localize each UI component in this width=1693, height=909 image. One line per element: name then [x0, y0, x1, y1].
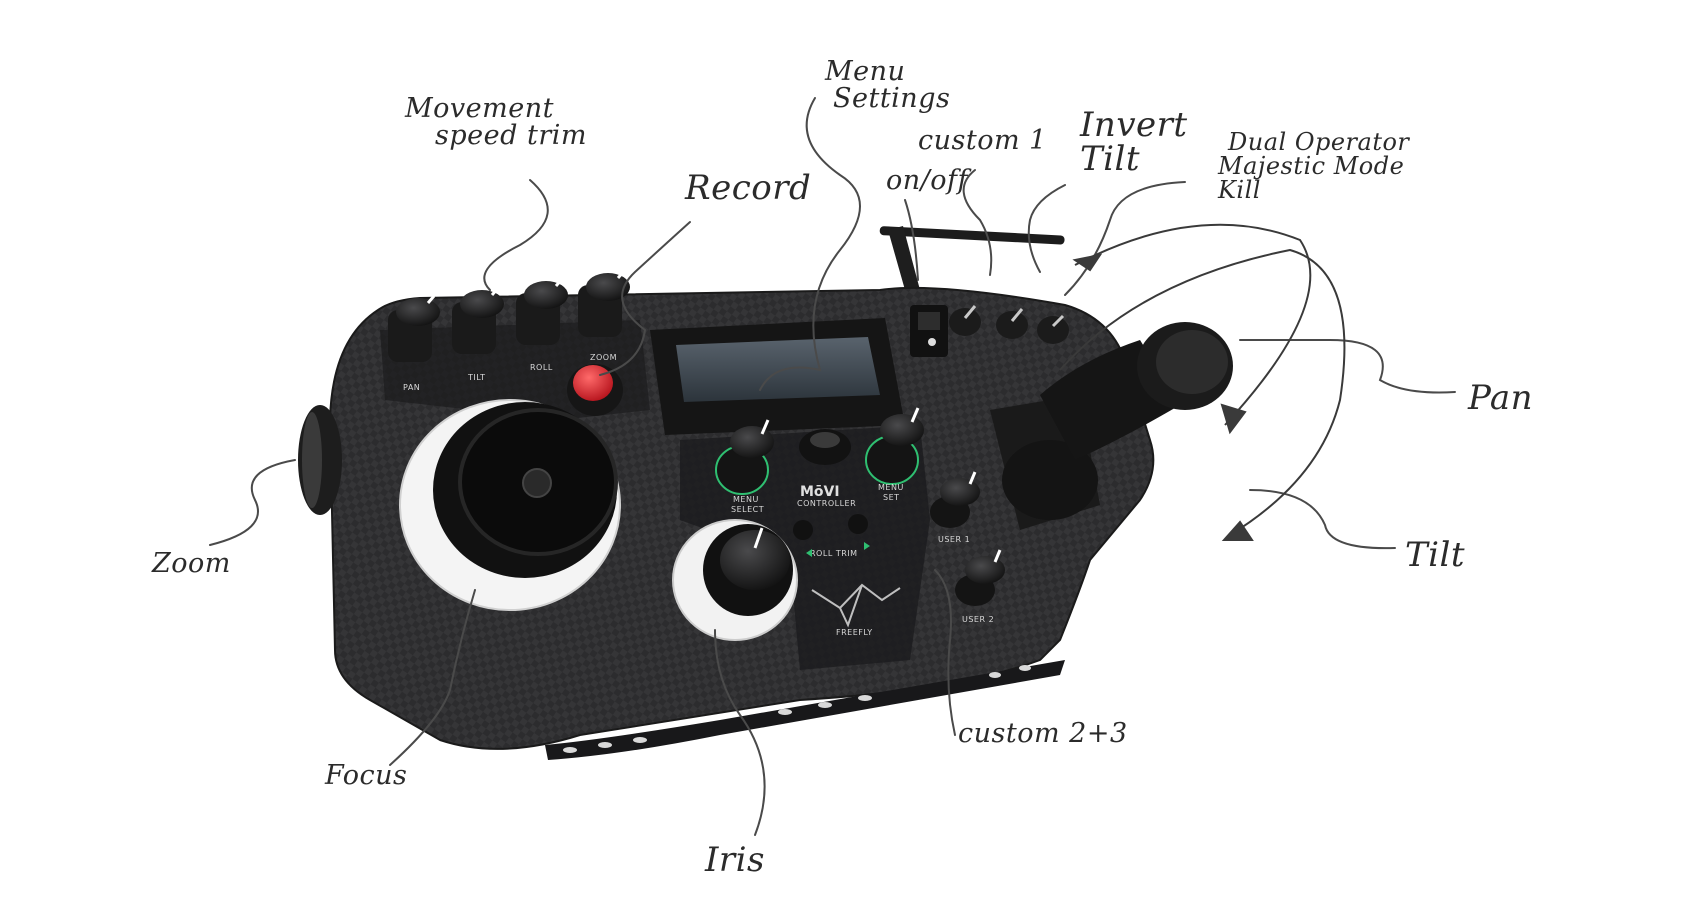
pointer-tilt: [1249, 489, 1396, 550]
annotation-menu-settings: Menu Settings: [825, 58, 950, 112]
annotation-movement-speed-trim: Movement speed trim: [405, 95, 587, 149]
user2-label: USER 2: [962, 615, 994, 624]
annotation-tilt: Tilt: [1405, 535, 1466, 575]
annotation-custom1: custom 1: [918, 125, 1047, 156]
menu-select-label-1: MENU: [733, 495, 759, 504]
knob-tilt[interactable]: [452, 287, 504, 354]
menu-select-label-2: SELECT: [731, 505, 764, 514]
pointer-movement-speed-trim: [483, 179, 549, 291]
annotation-dual-line1: Dual Operator: [1228, 128, 1410, 156]
lcd-screen: [650, 318, 905, 435]
label-tilt: TILT: [467, 373, 486, 382]
annotation-iris: Iris: [705, 840, 766, 880]
annotation-zoom: Zoom: [152, 548, 231, 579]
roll-trim-left-button[interactable]: [793, 520, 813, 540]
roll-trim-left-arrow: [806, 549, 812, 557]
pointer-on-off: [904, 199, 919, 281]
pointer-invert-tilt: [1027, 184, 1066, 273]
knob-roll[interactable]: [516, 278, 568, 345]
label-pan: PAN: [403, 383, 420, 392]
menu-select-knob[interactable]: [715, 419, 774, 495]
annotation-dual-line3: Kill: [1218, 176, 1261, 204]
joystick[interactable]: [990, 322, 1233, 530]
pointer-pan: [1239, 339, 1456, 394]
annotation-invert-tilt: Invert Tilt: [1080, 108, 1188, 176]
tilt-arc-head: [1221, 520, 1254, 541]
focus-wheel[interactable]: [399, 399, 621, 611]
pointer-menu-settings: [759, 97, 861, 391]
annotation-pan: Pan: [1468, 378, 1534, 418]
annotation-on-off: on/off: [886, 165, 968, 196]
freefly-logo: [811, 583, 901, 628]
antenna: [879, 226, 1065, 290]
user1-label: USER 1: [938, 535, 970, 544]
annotation-dual-line2: Majestic Mode: [1218, 152, 1405, 180]
menu-set-knob[interactable]: [865, 407, 924, 485]
annotation-record: Record: [685, 168, 812, 208]
annotation-menu-line1: Menu: [825, 56, 906, 87]
pointer-custom23: [934, 569, 956, 736]
annotation-menu-line2: Settings: [833, 83, 951, 114]
knob-pan[interactable]: [388, 295, 440, 362]
annotation-movement-line2: speed trim: [435, 120, 587, 151]
record-button[interactable]: [567, 364, 623, 416]
freefly-label: FREEFLY: [836, 628, 873, 637]
invert-tilt-switch[interactable]: [996, 308, 1028, 339]
pan-arc-arrow: [1074, 223, 1312, 426]
pointer-focus: [389, 589, 476, 766]
annotation-movement-line1: Movement: [405, 93, 554, 124]
annotation-invert-line1: Invert: [1080, 105, 1188, 145]
pointer-record: [599, 221, 691, 376]
annotation-focus: Focus: [325, 760, 408, 791]
pointer-dual-operator: [1064, 181, 1186, 296]
bottom-ports: [563, 665, 1031, 753]
pointer-iris: [714, 629, 766, 836]
tilt-arc-arrow: [1059, 248, 1346, 536]
annotation-dual-operator: Dual Operator Majestic Mode Kill: [1218, 130, 1409, 202]
knob-zoom[interactable]: [578, 270, 630, 337]
pointer-custom1: [962, 169, 993, 276]
roll-trim-right-button[interactable]: [848, 514, 868, 534]
roll-trim-label: ROLL TRIM: [810, 549, 858, 558]
iris-wheel[interactable]: [672, 519, 798, 641]
roll-trim-right-arrow: [864, 542, 870, 550]
label-roll: ROLL: [530, 363, 553, 372]
annotation-lines: [209, 97, 1456, 836]
user2-knob[interactable]: [955, 549, 1005, 606]
brand-logo: MōVI: [800, 484, 840, 500]
dual-operator-switch[interactable]: [1037, 314, 1069, 344]
annotation-custom23: custom 2+3: [958, 718, 1128, 749]
top-arc-head: [1072, 253, 1103, 272]
label-zoom: ZOOM: [590, 353, 617, 362]
menu-set-label-2: SET: [883, 493, 900, 502]
menu-set-label-1: MENU: [878, 483, 904, 492]
pointer-zoom: [209, 459, 296, 546]
zoom-side-wheel[interactable]: [298, 405, 342, 515]
rotation-arrows: [1059, 223, 1346, 541]
annotation-invert-line2: Tilt: [1080, 139, 1141, 179]
pan-arc-head: [1220, 403, 1247, 435]
power-switch[interactable]: [910, 305, 948, 357]
custom1-switch[interactable]: [949, 305, 981, 336]
user1-knob[interactable]: [930, 471, 980, 528]
brand-sub: CONTROLLER: [797, 499, 856, 508]
center-toggle[interactable]: [799, 429, 851, 465]
